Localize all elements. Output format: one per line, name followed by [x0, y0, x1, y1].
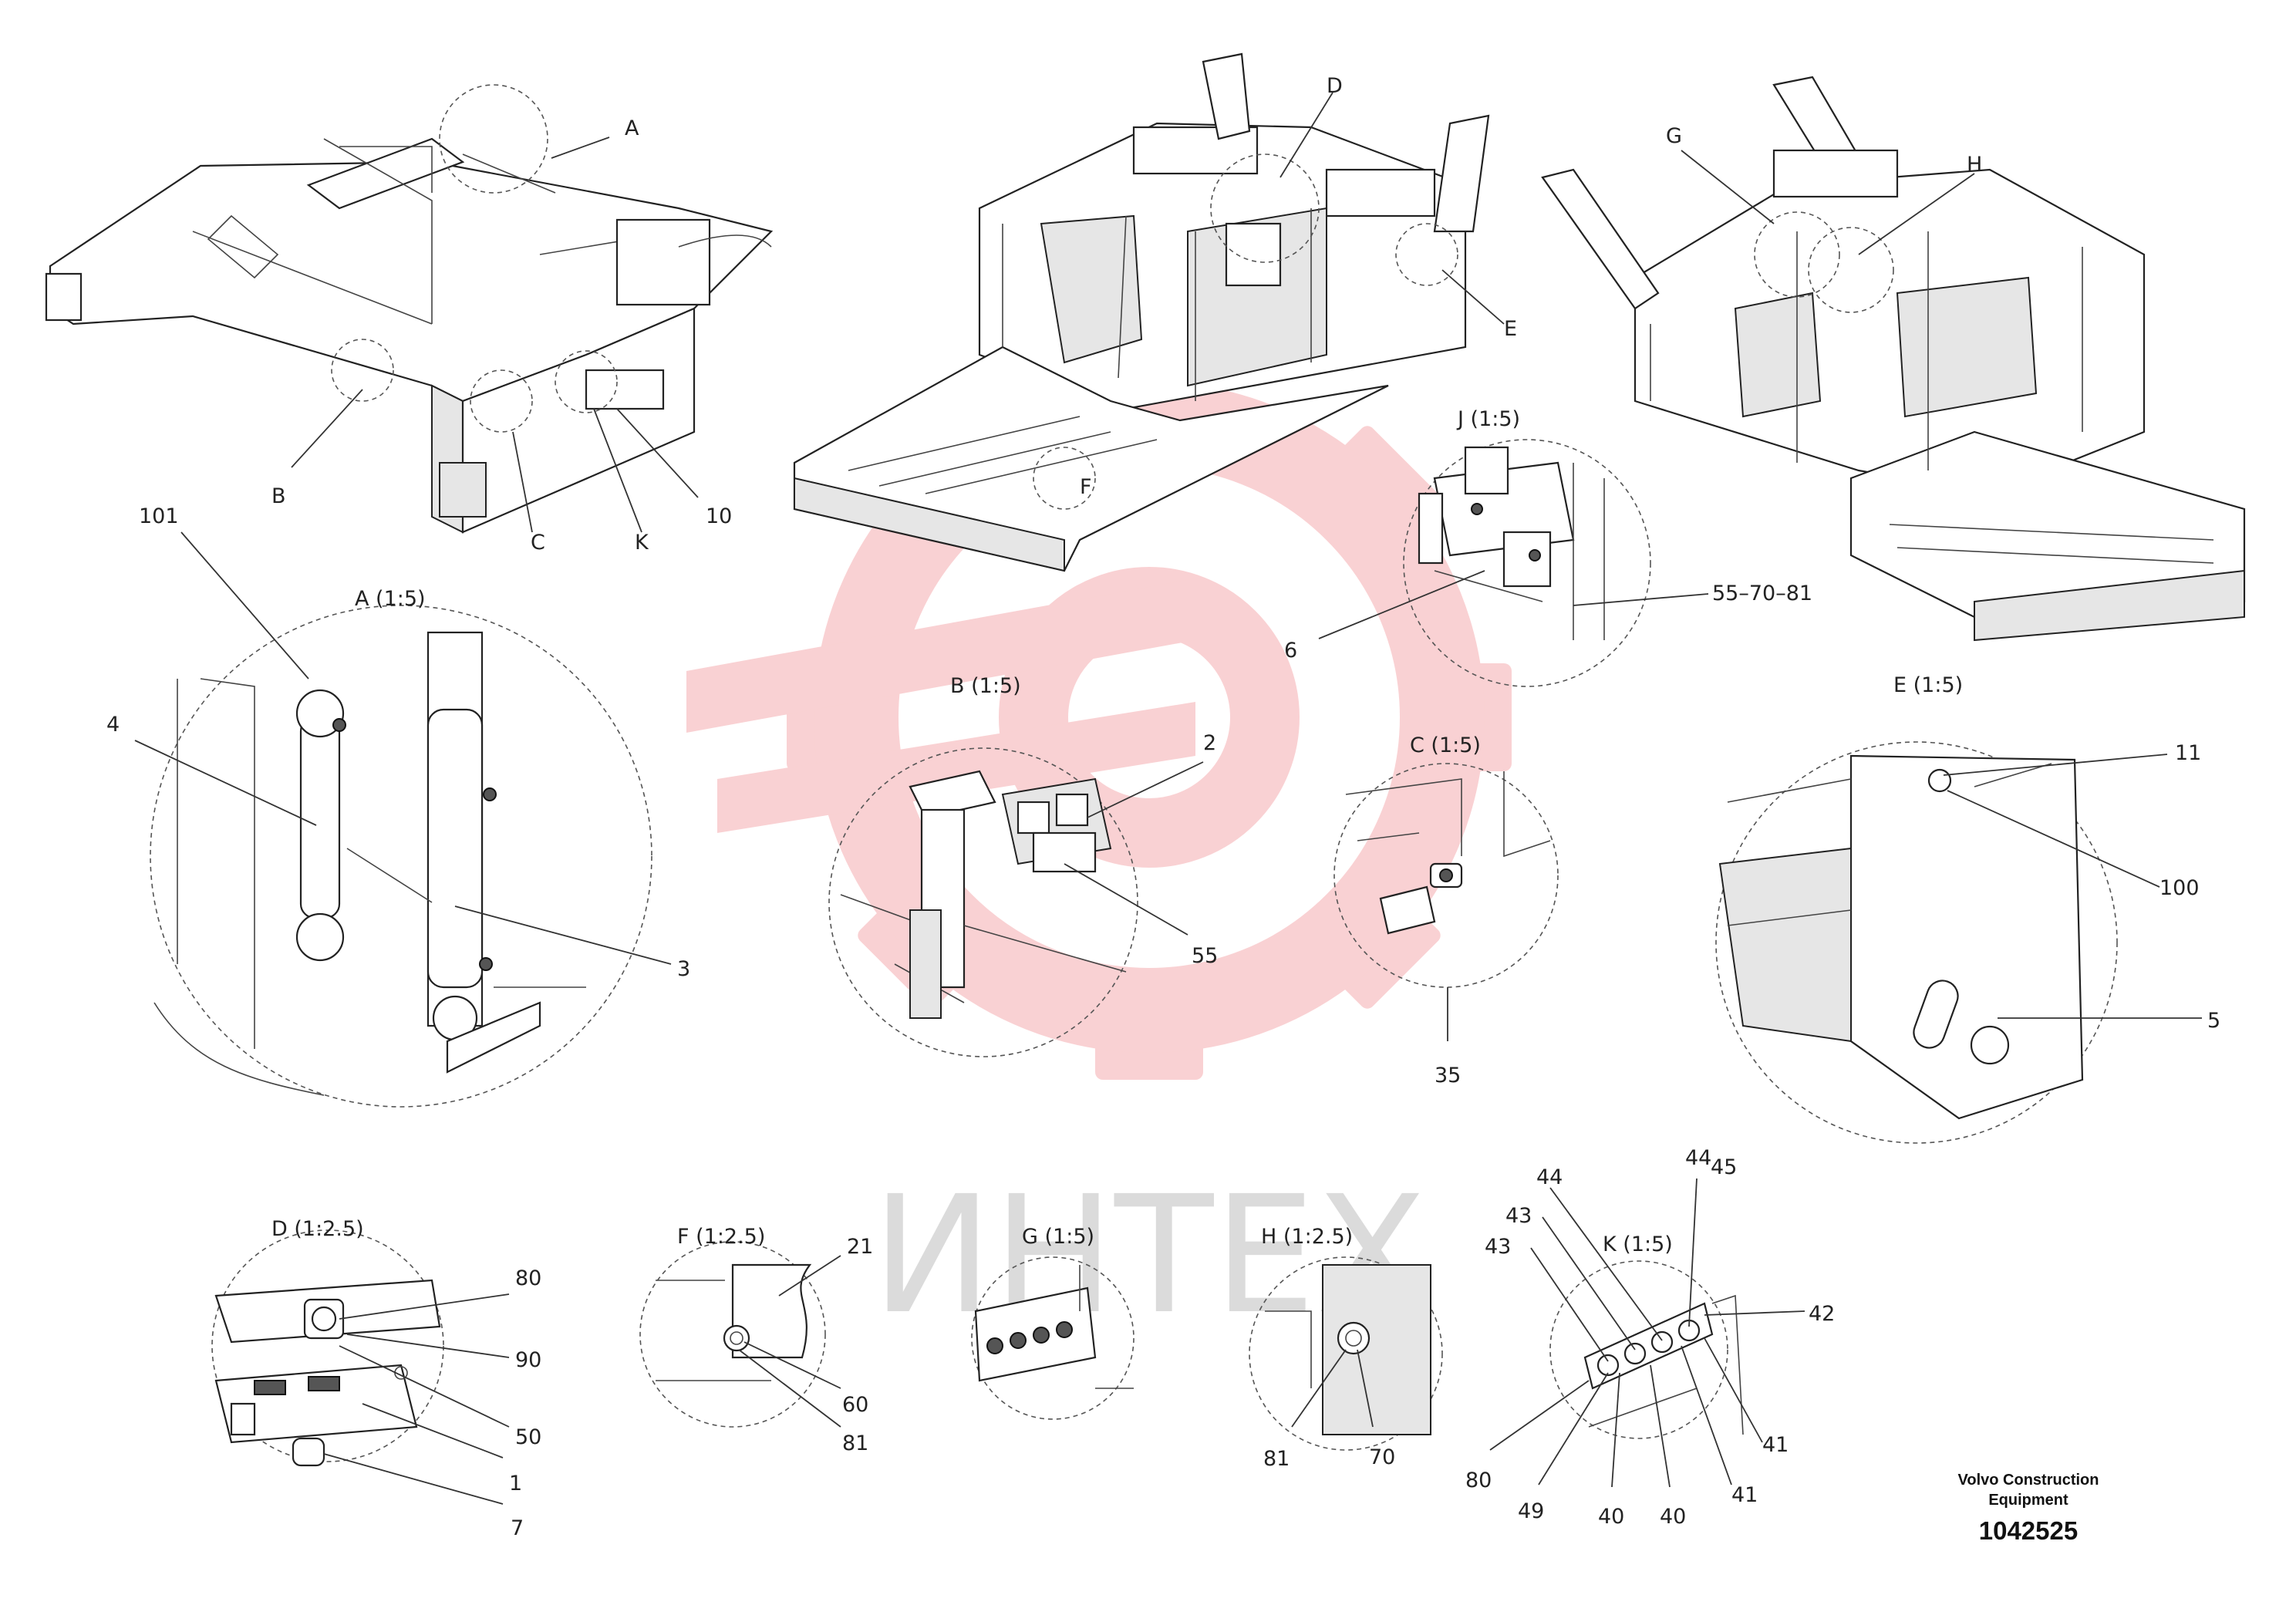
svg-text:F (1:2.5): F (1:2.5): [677, 1225, 765, 1249]
svg-text:70: 70: [1369, 1445, 1395, 1469]
callouts-C: 35: [1435, 987, 1461, 1088]
detail-G: G (1:5): [971, 1225, 1135, 1420]
svg-text:55–70–81: 55–70–81: [1712, 582, 1812, 605]
svg-text:45: 45: [1711, 1155, 1737, 1179]
overview-labels-left: A B C K 10: [271, 116, 732, 555]
svg-text:D: D: [1327, 74, 1343, 98]
svg-text:42: 42: [1809, 1302, 1835, 1326]
svg-text:43: 43: [1485, 1235, 1511, 1259]
svg-text:C (1:5): C (1:5): [1410, 733, 1481, 757]
svg-text:D (1:2.5): D (1:2.5): [271, 1217, 364, 1241]
callouts-A: 101 4 3: [106, 504, 690, 981]
svg-text:4: 4: [106, 713, 120, 737]
svg-text:H: H: [1967, 153, 1982, 177]
svg-text:H (1:2.5): H (1:2.5): [1261, 1225, 1353, 1249]
svg-text:81: 81: [1263, 1447, 1290, 1471]
overview-frame-center: [793, 52, 1490, 572]
callouts-F: 21 60 81: [738, 1235, 873, 1455]
svg-text:6: 6: [1284, 639, 1297, 663]
detail-F: F (1:2.5): [639, 1225, 826, 1428]
svg-text:50: 50: [515, 1425, 541, 1449]
detail-B: B (1:5): [828, 674, 1138, 1057]
svg-text:A: A: [625, 116, 639, 140]
overview-labels-center: D E F: [1080, 74, 1517, 499]
overview-labels-right: G H: [1666, 124, 1982, 255]
svg-text:80: 80: [515, 1266, 541, 1290]
callouts-D: 80 90 50 1 7: [323, 1266, 541, 1540]
svg-text:101: 101: [139, 504, 179, 528]
callouts-J: 6 55–70–81: [1284, 570, 1812, 663]
detail-A: A (1:5): [150, 587, 652, 1108]
callouts-E: 11 100 5: [1943, 741, 2220, 1033]
svg-text:100: 100: [2159, 876, 2200, 900]
svg-text:E (1:5): E (1:5): [1893, 673, 1963, 697]
detail-E: E (1:5): [1715, 673, 2118, 1144]
svg-text:G (1:5): G (1:5): [1022, 1225, 1094, 1249]
brand-block: Volvo Construction Equipment 1042525: [1913, 1470, 2144, 1546]
callouts-B: 2 55: [1064, 731, 1218, 968]
svg-text:43: 43: [1505, 1204, 1532, 1228]
svg-text:A (1:5): A (1:5): [355, 587, 426, 611]
svg-text:G: G: [1666, 124, 1682, 148]
svg-text:35: 35: [1435, 1064, 1461, 1088]
overview-frame-left: [45, 84, 774, 534]
detail-H: H (1:2.5): [1249, 1225, 1443, 1451]
svg-text:55: 55: [1192, 944, 1218, 968]
svg-text:B (1:5): B (1:5): [950, 674, 1021, 698]
svg-text:F: F: [1080, 475, 1092, 499]
svg-text:B: B: [271, 484, 286, 508]
document-number: 1042525: [1978, 1516, 2079, 1545]
svg-text:K (1:5): K (1:5): [1603, 1233, 1673, 1256]
svg-text:60: 60: [842, 1393, 868, 1417]
svg-text:90: 90: [515, 1348, 541, 1372]
svg-text:49: 49: [1518, 1499, 1544, 1523]
svg-text:C: C: [531, 531, 545, 555]
svg-text:40: 40: [1598, 1505, 1624, 1529]
svg-text:10: 10: [706, 504, 732, 528]
svg-text:41: 41: [1762, 1433, 1789, 1457]
svg-text:11: 11: [2175, 741, 2201, 765]
svg-text:E: E: [1504, 317, 1517, 341]
svg-text:21: 21: [847, 1235, 873, 1259]
svg-text:81: 81: [842, 1431, 868, 1455]
brand-company-line1: Volvo Construction: [1957, 1472, 2099, 1489]
svg-text:1: 1: [509, 1472, 522, 1496]
detail-C: C (1:5): [1333, 733, 1559, 988]
svg-text:3: 3: [677, 957, 690, 981]
detail-D: D (1:2.5): [211, 1217, 444, 1467]
svg-text:5: 5: [2207, 1009, 2220, 1033]
svg-text:K: K: [635, 531, 649, 555]
svg-text:40: 40: [1660, 1505, 1686, 1529]
detail-J: J (1:5): [1403, 407, 1651, 687]
overview-frame-right: [1541, 76, 2246, 642]
callouts-K: 43 43 44 44 45 42 41 41 40 40 49 80: [1465, 1146, 1835, 1529]
svg-text:J (1:5): J (1:5): [1456, 407, 1520, 431]
svg-text:41: 41: [1731, 1483, 1758, 1507]
svg-text:7: 7: [511, 1516, 524, 1540]
callouts-H: 81 70: [1263, 1349, 1395, 1471]
svg-text:2: 2: [1203, 731, 1216, 755]
detail-K: K (1:5): [1549, 1233, 1744, 1439]
svg-text:80: 80: [1465, 1469, 1492, 1492]
svg-text:44: 44: [1536, 1165, 1563, 1189]
brand-company-line2: Equipment: [1988, 1492, 2068, 1509]
svg-text:44: 44: [1685, 1146, 1711, 1170]
